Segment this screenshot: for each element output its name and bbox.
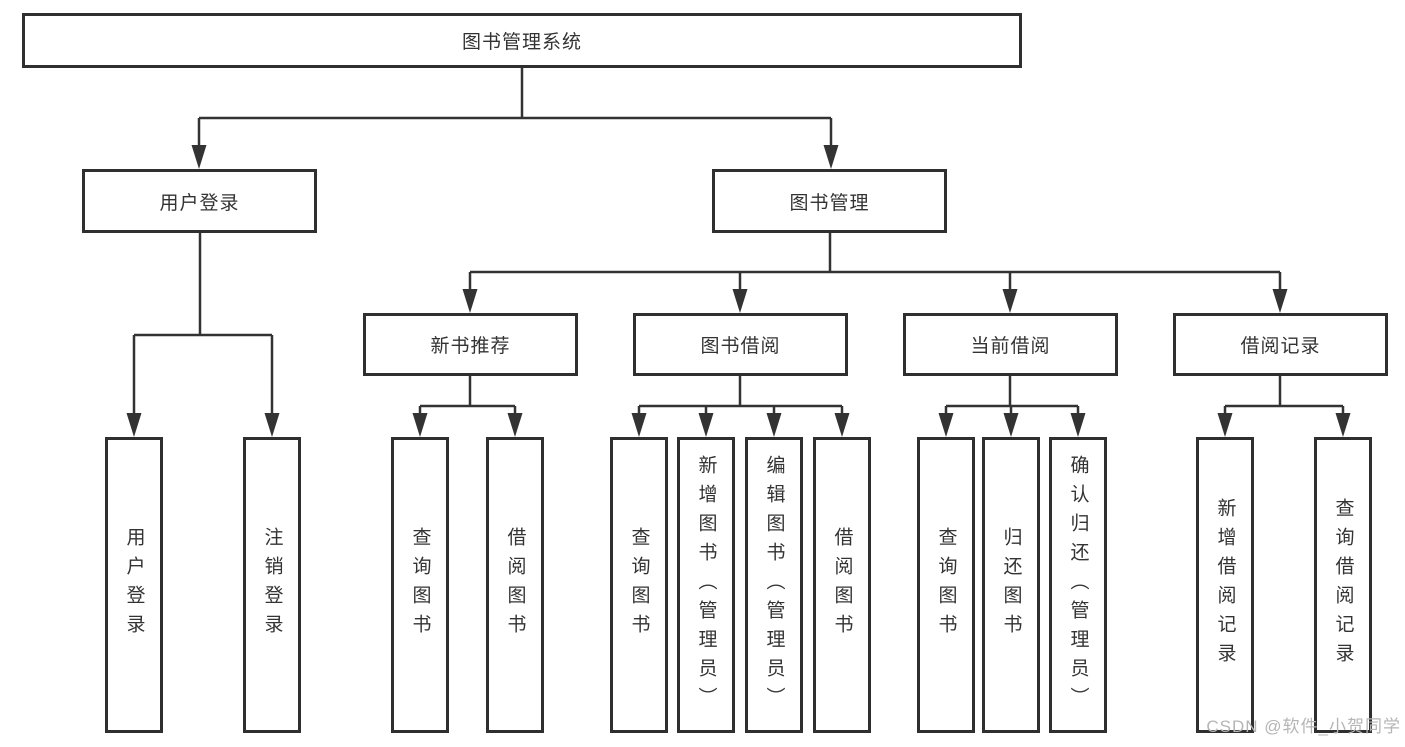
leaf-label: 查询图书 bbox=[628, 527, 650, 643]
node-label: 当前借阅 bbox=[970, 336, 1051, 357]
watermark: CSDN @软件_小贺同学 bbox=[1206, 717, 1401, 736]
node-library-system: 图书管理系统 bbox=[22, 13, 1022, 68]
node-new-book-recommend: 新书推荐 bbox=[363, 313, 578, 376]
node-label: 新书推荐 bbox=[430, 336, 511, 357]
node-label: 借阅记录 bbox=[1240, 336, 1321, 357]
node-book-management: 图书管理 bbox=[712, 169, 947, 233]
leaf-query-books-current: 查询图书 bbox=[917, 437, 975, 733]
node-book-borrow: 图书借阅 bbox=[633, 313, 848, 376]
node-label: 图书借阅 bbox=[700, 336, 781, 357]
leaf-label: 用户登录 bbox=[123, 527, 145, 643]
leaf-label: 编辑图书（管理员） bbox=[763, 454, 785, 716]
leaf-label: 查询图书 bbox=[935, 527, 957, 643]
leaf-add-books-admin: 新增图书（管理员） bbox=[677, 437, 735, 733]
leaf-label: 确认归还（管理员） bbox=[1067, 454, 1089, 716]
leaf-label: 注销登录 bbox=[261, 527, 283, 643]
leaf-label: 新增借阅记录 bbox=[1214, 498, 1236, 672]
leaf-label: 借阅图书 bbox=[504, 527, 526, 643]
leaf-edit-books-admin: 编辑图书（管理员） bbox=[745, 437, 803, 733]
arrowheads bbox=[126, 145, 1351, 437]
node-label: 图书管理 bbox=[789, 192, 870, 214]
leaf-user-login: 用户登录 bbox=[105, 437, 163, 733]
leaf-query-books-recommend: 查询图书 bbox=[391, 437, 449, 733]
leaf-return-books: 归还图书 bbox=[982, 437, 1040, 733]
node-user-login: 用户登录 bbox=[82, 169, 317, 233]
leaf-label: 归还图书 bbox=[1000, 527, 1022, 643]
leaf-label: 新增图书（管理员） bbox=[695, 454, 717, 716]
leaf-label: 查询借阅记录 bbox=[1332, 498, 1354, 672]
node-current-borrow: 当前借阅 bbox=[903, 313, 1118, 376]
leaf-borrow-books: 借阅图书 bbox=[813, 437, 871, 733]
node-label: 用户登录 bbox=[159, 192, 240, 214]
leaf-label: 查询图书 bbox=[409, 527, 431, 643]
leaf-logout: 注销登录 bbox=[243, 437, 301, 733]
node-label: 图书管理系统 bbox=[461, 32, 582, 53]
leaf-label: 借阅图书 bbox=[831, 527, 853, 643]
leaf-query-books-borrow: 查询图书 bbox=[610, 437, 668, 733]
node-borrow-records: 借阅记录 bbox=[1173, 313, 1388, 376]
leaf-add-borrow-record: 新增借阅记录 bbox=[1196, 437, 1254, 733]
leaf-borrow-books-recommend: 借阅图书 bbox=[486, 437, 544, 733]
leaf-query-borrow-record: 查询借阅记录 bbox=[1314, 437, 1372, 733]
leaf-confirm-return-admin: 确认归还（管理员） bbox=[1049, 437, 1107, 733]
